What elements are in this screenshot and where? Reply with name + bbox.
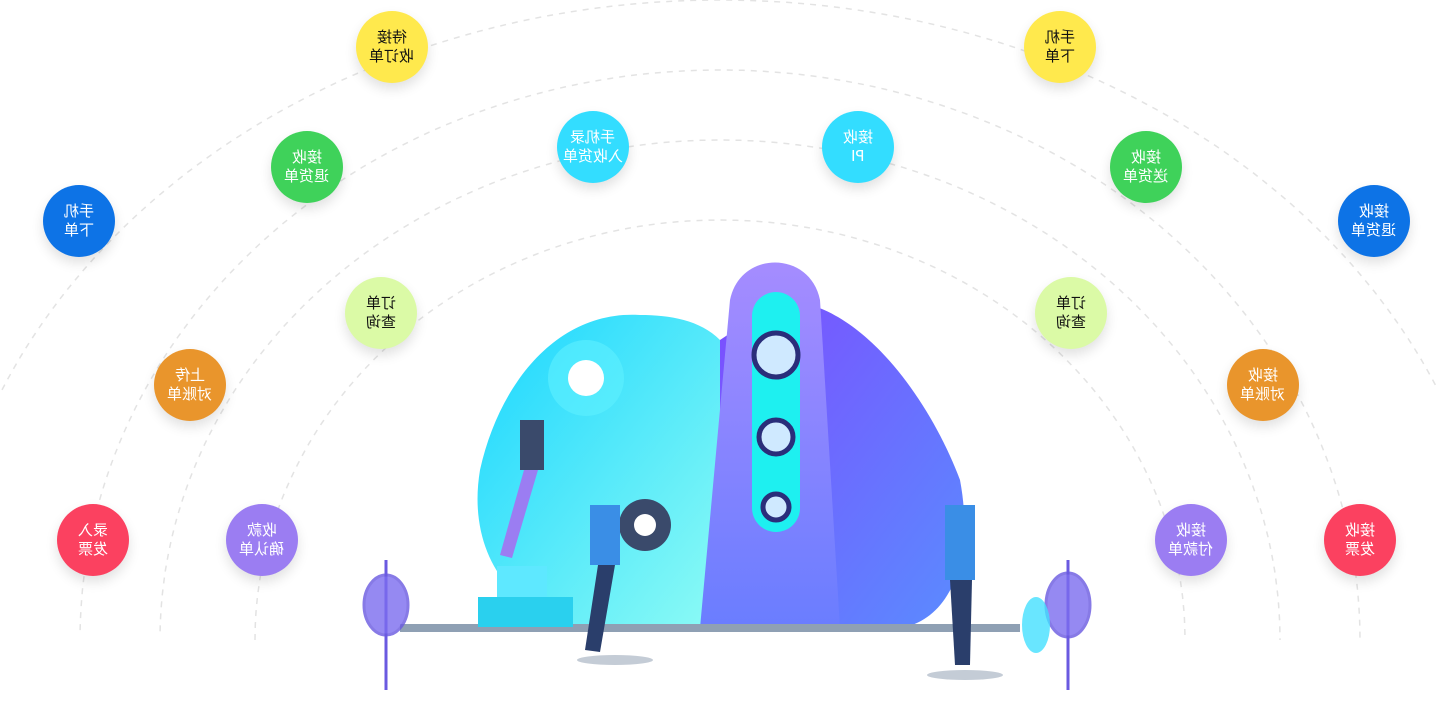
bubble-label: 下单	[63, 221, 94, 239]
bubble-label: 送货单	[1123, 167, 1169, 185]
bubble-label: 退货单	[284, 167, 330, 185]
feature-bubble[interactable]: 录入发票	[57, 504, 129, 576]
bubble-label: 订单	[1055, 294, 1086, 312]
bubble-label: 入收货单	[562, 147, 623, 165]
bubble-label: 付款单	[1168, 540, 1214, 558]
bubble-label: 确认单	[239, 540, 285, 558]
feature-bubble[interactable]: 手机录入收货单	[557, 111, 629, 183]
bubble-label: 上传	[174, 366, 205, 384]
bubble-label: 手机	[63, 202, 94, 220]
bubble-label: 接收	[1175, 521, 1206, 539]
bubble-label: 退货单	[1351, 221, 1397, 239]
bubble-label: 接收	[1247, 366, 1278, 384]
feature-bubble[interactable]: 接收退货单	[271, 131, 343, 203]
bubble-label: 查询	[1055, 313, 1086, 331]
feature-bubble[interactable]: 手机下单	[43, 185, 115, 257]
orbit-arc	[254, 219, 1186, 641]
feature-bubble[interactable]: 接收付款单	[1155, 504, 1227, 576]
orbit-arc	[1, 0, 1439, 391]
bubble-label: 下单	[1044, 47, 1075, 65]
feature-bubble[interactable]: 订单查询	[1035, 277, 1107, 349]
bubble-label: 接收	[291, 148, 322, 166]
feature-bubble[interactable]: 手机下单	[1024, 11, 1096, 83]
orbit-arc	[159, 139, 1281, 641]
feature-bubble[interactable]: 订单查询	[345, 277, 417, 349]
feature-bubble[interactable]: 上传对账单	[154, 349, 226, 421]
bubble-label: 发票	[1344, 540, 1375, 558]
bubble-label: 发票	[77, 540, 108, 558]
feature-bubble[interactable]: 收款确认单	[226, 504, 298, 576]
feature-bubble[interactable]: 接收退货单	[1338, 185, 1410, 257]
bubble-label: 收订单	[369, 47, 415, 65]
bubble-label: 接收	[1130, 148, 1161, 166]
bubble-label: 对账单	[1240, 385, 1286, 403]
bubble-label: 接收	[842, 128, 873, 146]
bubble-label: 接收	[1344, 521, 1375, 539]
feature-bubble[interactable]: 待接收订单	[356, 11, 428, 83]
bubble-label: 手机	[1044, 28, 1075, 46]
bubble-label: 订单	[365, 294, 396, 312]
bubble-label: 接收	[1358, 202, 1389, 220]
bubble-label: 录入	[77, 521, 108, 539]
bubble-label: 对账单	[167, 385, 213, 403]
bubble-label: PI	[851, 147, 865, 165]
bubble-label: 收款	[246, 521, 277, 539]
bubble-label: 待接	[376, 28, 407, 46]
feature-bubble[interactable]: 接收发票	[1324, 504, 1396, 576]
bubble-label: 查询	[365, 313, 396, 331]
orbit-arc	[79, 69, 1361, 641]
feature-bubble[interactable]: 接收对账单	[1227, 349, 1299, 421]
feature-bubble[interactable]: 接收送货单	[1110, 131, 1182, 203]
bubble-label: 手机录	[570, 128, 616, 146]
